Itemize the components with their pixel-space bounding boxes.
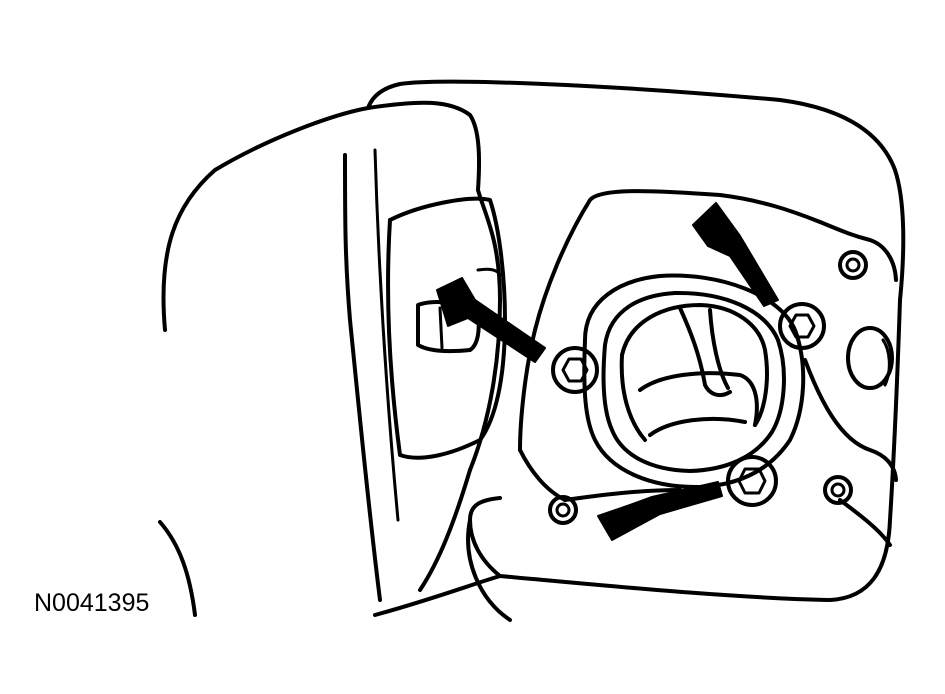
- quarter-panel-outline: [158, 79, 906, 617]
- filler-door: [343, 100, 507, 602]
- fastener-upper-right: [838, 250, 868, 280]
- filler-housing: [466, 189, 898, 622]
- fastener-lower-left: [548, 495, 578, 525]
- fastener-lower-right: [823, 475, 853, 505]
- bolt-left: [551, 346, 599, 394]
- filler-neck: [582, 273, 806, 490]
- figure-id-label: N0041395: [34, 589, 150, 617]
- arrow-pointer-icon: [436, 277, 546, 363]
- bolt-top-right: [778, 302, 826, 350]
- arrow-pointer-icon: [692, 202, 779, 307]
- arrow-pointer-icon: [597, 481, 723, 541]
- bolt-bottom: [726, 455, 778, 507]
